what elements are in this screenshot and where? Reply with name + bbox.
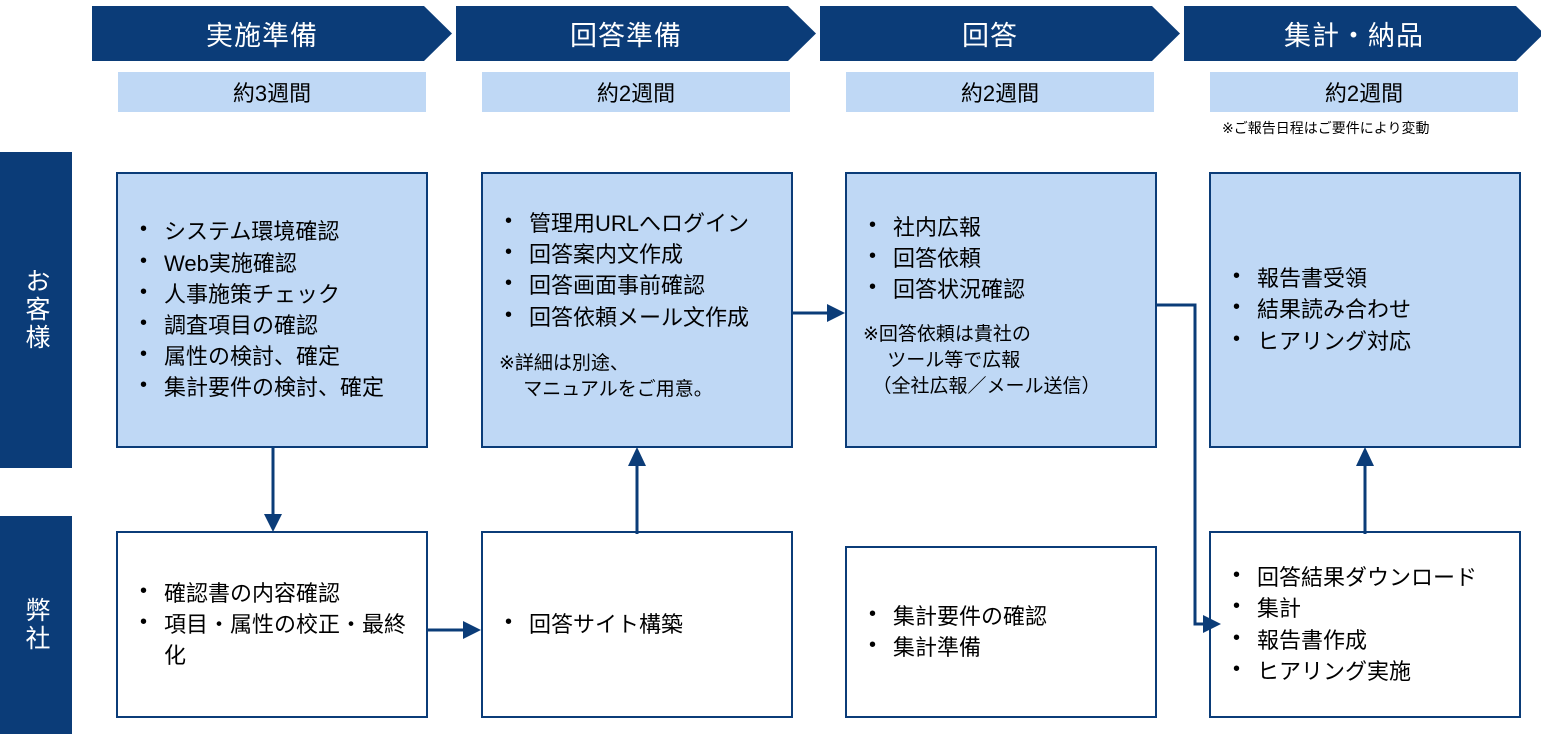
phase-duration-2: 約2週間	[482, 72, 790, 112]
list-item: 報告書作成	[1227, 623, 1503, 656]
process-box-customer-phase-1[interactable]: システム環境確認 Web実施確認 人事施策チェック 調査項目の確認 属性の検討、…	[116, 172, 428, 448]
swimlane-tab-customer-label: お客様	[22, 268, 50, 352]
bullet-list: 社内広報 回答依頼 回答状況確認	[863, 211, 1139, 306]
phase-duration-1: 約3週間	[118, 72, 426, 112]
swimlane-tab-company-label: 弊社	[22, 597, 50, 653]
phase-header-4-label: 集計・納品	[1284, 21, 1424, 51]
connector-company1-to-company2-arrow-right	[426, 614, 486, 646]
connector-customer3-to-company4-elbow	[1155, 296, 1227, 636]
connector-customer2-to-customer3-arrow-right	[791, 297, 849, 329]
box-note: ※回答依頼は貴社の ツール等で広報 （全社広報／メール送信）	[863, 323, 1101, 398]
list-item: 集計準備	[863, 631, 1139, 663]
list-item: 人事施策チェック	[134, 278, 410, 310]
phase-duration-4-note: ※ご報告日程はご要件により変動	[1222, 120, 1430, 136]
bullet-list: 回答サイト構築	[499, 608, 775, 640]
list-item: ヒアリング実施	[1227, 655, 1503, 687]
phase-header-3-label: 回答	[962, 21, 1018, 51]
phase-duration-4: 約2週間	[1210, 72, 1518, 112]
phase-header-3[interactable]: 回答	[820, 6, 1180, 61]
box-note: ※詳細は別途、 マニュアルをご用意。	[499, 352, 713, 401]
list-item: Web実施確認	[134, 247, 410, 279]
phase-header-1[interactable]: 実施準備	[92, 6, 452, 61]
phase-duration-3: 約2週間	[846, 72, 1154, 112]
list-item: 社内広報	[863, 211, 1139, 243]
process-box-company-phase-2[interactable]: 回答サイト構築	[481, 531, 793, 718]
bullet-list: 集計要件の確認 集計準備	[863, 600, 1139, 663]
list-item: 回答画面事前確認	[499, 269, 775, 301]
list-item: 結果読み合わせ	[1227, 293, 1503, 325]
bullet-list: 管理用URLへログイン 回答案内文作成 回答画面事前確認 回答依頼メール文作成	[499, 207, 775, 333]
bullet-list: 報告書受領 結果読み合わせ ヒアリング対応	[1227, 262, 1503, 357]
phase-header-2[interactable]: 回答準備	[456, 6, 816, 61]
list-item: システム環境確認	[134, 215, 410, 247]
bullet-list: システム環境確認 Web実施確認 人事施策チェック 調査項目の確認 属性の検討、…	[134, 215, 410, 403]
list-item: 報告書受領	[1227, 262, 1503, 294]
swimlane-tab-customer: お客様	[0, 152, 72, 468]
swimlane-tab-company: 弊社	[0, 516, 72, 734]
process-box-customer-phase-2[interactable]: 管理用URLへログイン 回答案内文作成 回答画面事前確認 回答依頼メール文作成 …	[481, 172, 793, 448]
phase-header-4[interactable]: 集計・納品	[1184, 6, 1541, 61]
list-item: 集計要件の検討、確定	[134, 371, 410, 403]
process-box-company-phase-4[interactable]: 回答結果ダウンロード 集計 報告書作成 ヒアリング実施	[1209, 531, 1521, 718]
process-box-customer-phase-4[interactable]: 報告書受領 結果読み合わせ ヒアリング対応	[1209, 172, 1521, 448]
list-item: 集計要件の確認	[863, 600, 1139, 632]
process-box-company-phase-1[interactable]: 確認書の内容確認 項目・属性の校正・最終化	[116, 531, 428, 718]
bullet-list: 確認書の内容確認 項目・属性の校正・最終化	[134, 577, 410, 672]
process-box-customer-phase-3[interactable]: 社内広報 回答依頼 回答状況確認 ※回答依頼は貴社の ツール等で広報 （全社広報…	[845, 172, 1157, 448]
connector-company2-to-customer2-arrow-up	[620, 444, 654, 534]
connector-customer1-to-company1-arrow-down	[256, 446, 290, 536]
list-item: 回答依頼	[863, 242, 1139, 274]
bullet-list: 回答結果ダウンロード 集計 報告書作成 ヒアリング実施	[1227, 561, 1503, 687]
list-item: 回答結果ダウンロード	[1227, 561, 1503, 593]
list-item: 集計	[1227, 592, 1503, 624]
list-item: 調査項目の確認	[134, 309, 410, 341]
list-item: 回答依頼メール文作成	[499, 301, 775, 333]
phase-header-2-label: 回答準備	[570, 21, 682, 51]
list-item: 属性の検討、確定	[134, 340, 410, 372]
phase-header-1-label: 実施準備	[206, 21, 318, 51]
list-item: ヒアリング対応	[1227, 325, 1503, 357]
process-box-company-phase-3[interactable]: 集計要件の確認 集計準備	[845, 546, 1157, 718]
list-item: 管理用URLへログイン	[499, 207, 775, 239]
list-item: 回答状況確認	[863, 273, 1139, 305]
list-item: 確認書の内容確認	[134, 577, 410, 609]
list-item: 回答サイト構築	[499, 608, 775, 640]
list-item: 回答案内文作成	[499, 238, 775, 270]
list-item: 項目・属性の校正・最終化	[134, 608, 410, 671]
connector-company4-to-customer4-arrow-up	[1348, 444, 1382, 534]
